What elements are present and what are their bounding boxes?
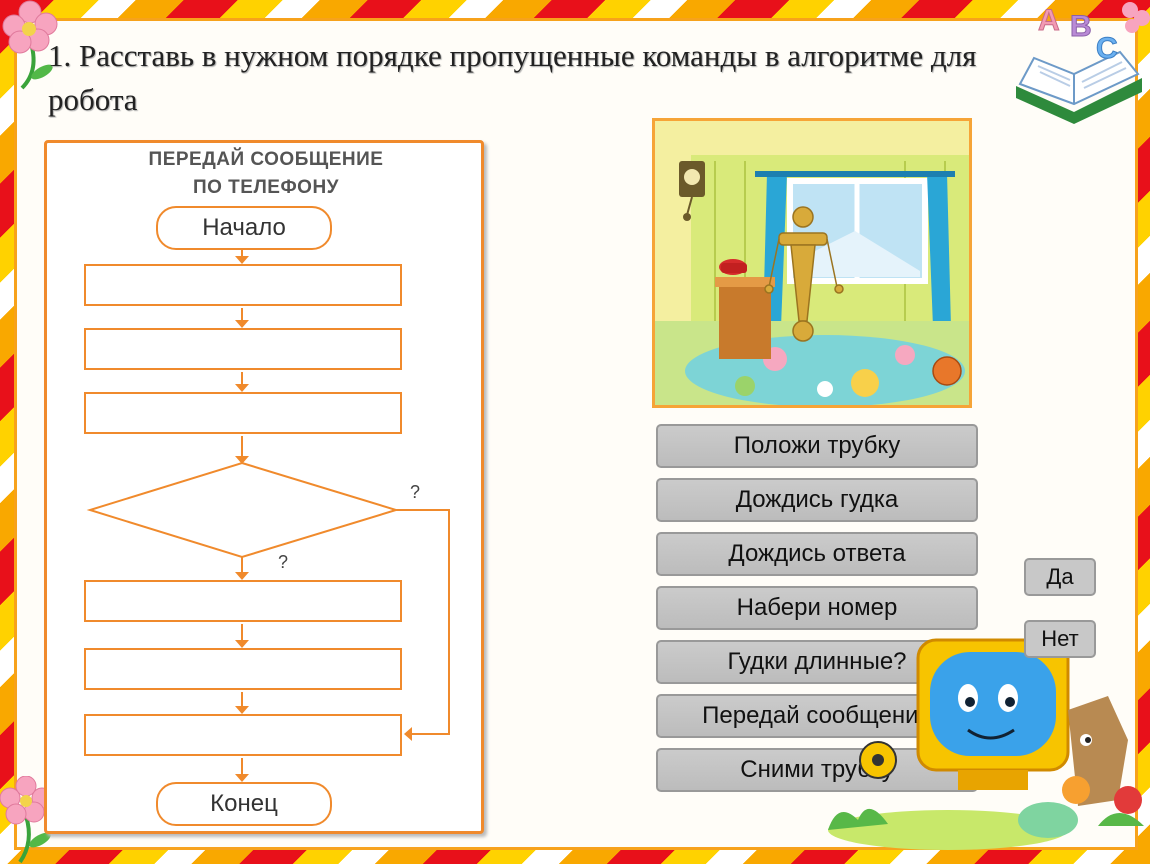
book-letter-a: A: [1038, 4, 1060, 37]
empty-command-slot-5[interactable]: [84, 648, 402, 690]
flower-decoration-top-left: [2, 0, 58, 90]
task-title: 1. Расставь в нужном порядке пропущенные…: [48, 38, 977, 117]
command-button-wait-answer[interactable]: Дождись ответа: [656, 532, 978, 576]
command-button-dial-number[interactable]: Набери номер: [656, 586, 978, 630]
empty-command-slot-6[interactable]: [84, 714, 402, 756]
answer-button-no[interactable]: Нет: [1024, 620, 1096, 658]
command-button-wait-tone[interactable]: Дождись гудка: [656, 478, 978, 522]
flowchart-heading-line1: ПЕРЕДАЙ СООБЩЕНИЕ: [148, 149, 384, 170]
book-letter-b: B: [1070, 10, 1092, 43]
computer-character-decoration: [828, 638, 1144, 850]
answer-button-yes[interactable]: Да: [1024, 558, 1096, 596]
start-terminal: Начало: [156, 206, 332, 250]
abc-book-icon: A B C: [1016, 2, 1150, 124]
command-button-hang-up[interactable]: Положи трубку: [656, 424, 978, 468]
flowchart-heading: ПЕРЕДАЙ СООБЩЕНИЕ ПО ТЕЛЕФОНУ: [0, 146, 532, 202]
branch-label-right: ?: [410, 482, 421, 502]
decision-diamond: [86, 461, 400, 559]
flowchart-heading-line2: ПО ТЕЛЕФОНУ: [192, 177, 340, 198]
empty-command-slot-4[interactable]: [84, 580, 402, 622]
book-letter-c: C: [1096, 32, 1118, 65]
end-terminal: Конец: [156, 782, 332, 826]
branch-label-down: ?: [278, 552, 289, 572]
empty-command-slot-3[interactable]: [84, 392, 402, 434]
empty-command-slot-1[interactable]: [84, 264, 402, 306]
robot-room-illustration: [652, 118, 972, 408]
flower-decoration-bottom-left: [0, 776, 53, 864]
empty-command-slot-2[interactable]: [84, 328, 402, 370]
